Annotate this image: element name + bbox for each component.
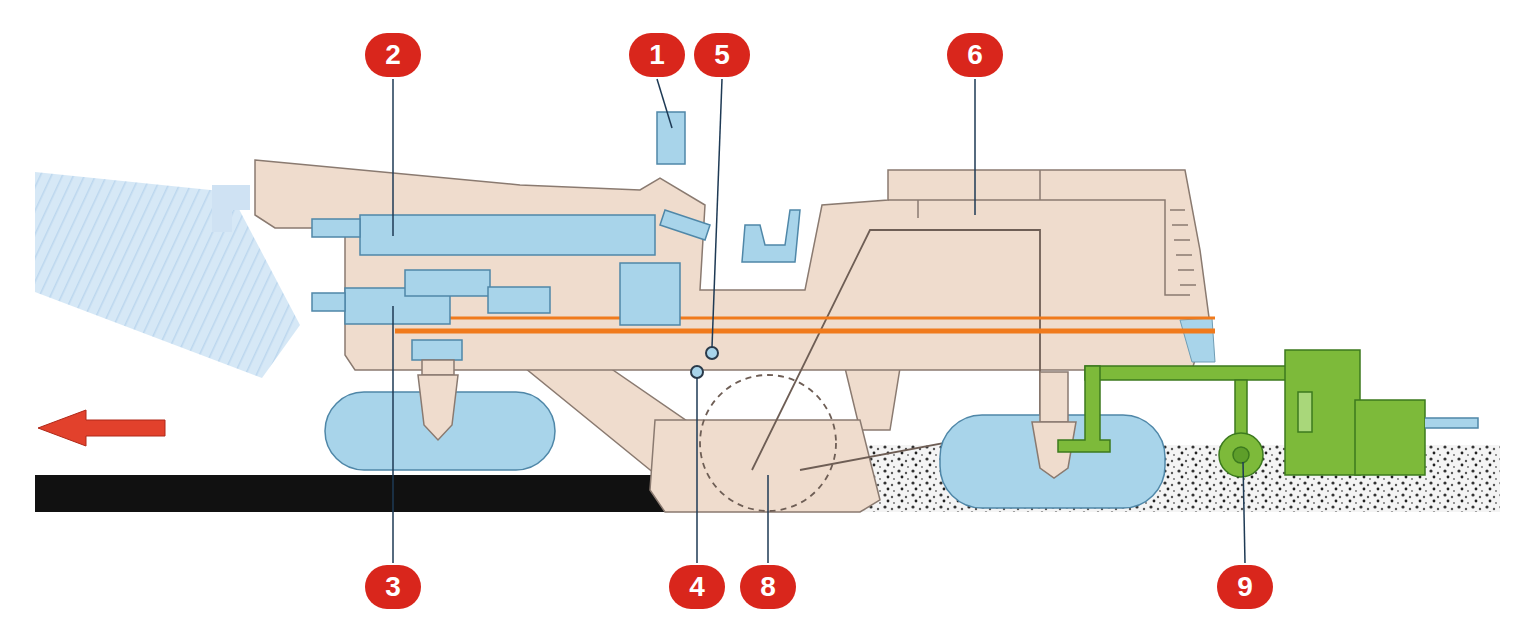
callout-number: 5 (694, 33, 750, 77)
leader-line (393, 79, 1245, 563)
rear-handle (1425, 418, 1478, 428)
level-sensor (691, 366, 703, 378)
callout-number: 1 (629, 33, 685, 77)
callout-number: 9 (1217, 565, 1273, 609)
radiator-grille (1170, 210, 1196, 285)
callout-number: 4 (669, 565, 725, 609)
callout-number: 3 (365, 565, 421, 609)
asphalt-layer (35, 475, 675, 512)
front-cylinder (360, 215, 655, 255)
machine-body (255, 160, 1212, 370)
rear-light (1180, 318, 1215, 362)
callout-number: 8 (740, 565, 796, 609)
drum-housing (650, 420, 880, 512)
travel-direction-arrow (38, 410, 165, 446)
conveyor-mount (212, 185, 250, 232)
operator-panel (660, 210, 710, 240)
engine-housing (888, 200, 1190, 295)
callout-number: 2 (365, 33, 421, 77)
control-unit (620, 263, 680, 325)
level-sensor (706, 347, 718, 359)
sensor (657, 112, 685, 164)
compactor-attachment (1058, 350, 1425, 477)
callout-number: 6 (947, 33, 1003, 77)
drive-line (395, 317, 1215, 320)
operator-seat (742, 210, 800, 262)
rear-track (940, 415, 1165, 508)
